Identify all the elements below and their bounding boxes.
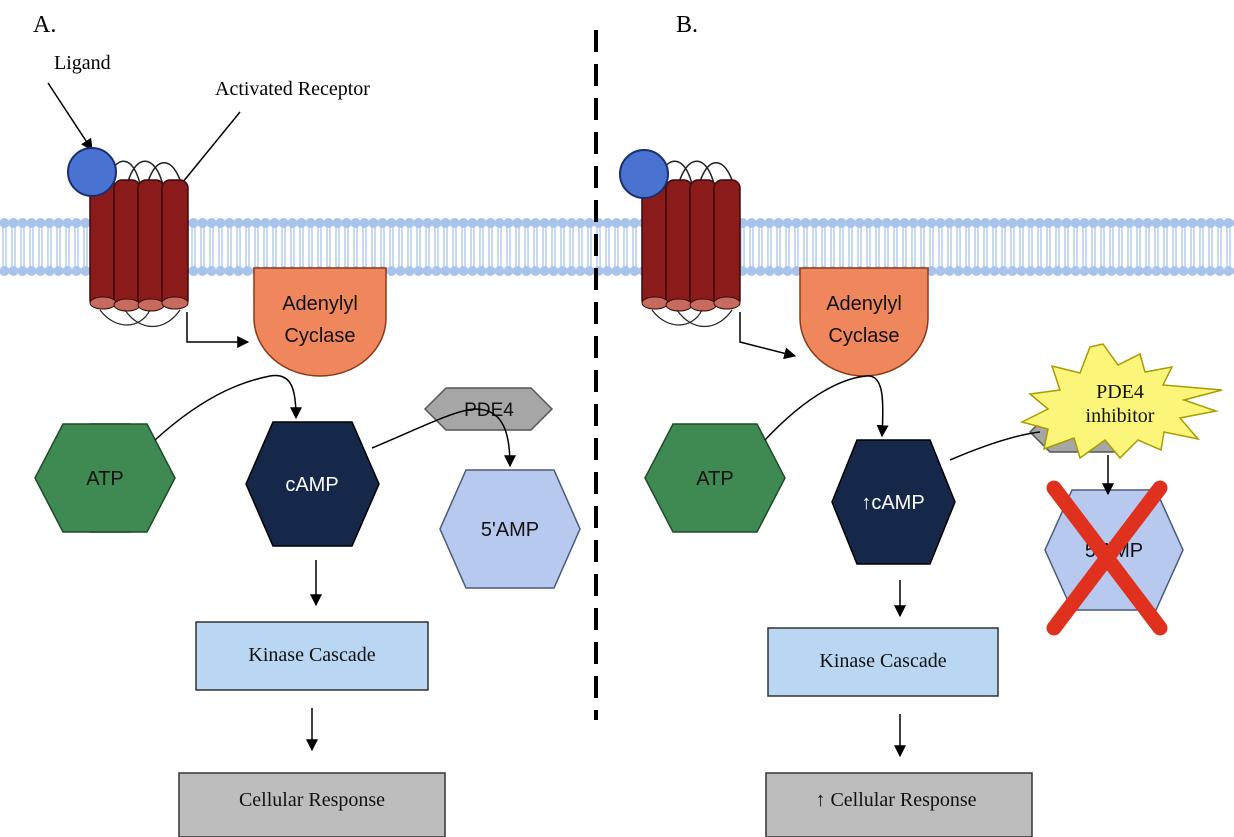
kinase-cascade-box [195, 621, 429, 691]
pde4-label: PDE4 [464, 400, 514, 421]
ligand-label: Ligand [54, 52, 111, 74]
kinase-cascade-label-b: Kinase Cascade [819, 650, 946, 672]
pde4-diamond [423, 387, 554, 431]
pde4-inhibitor-burst [1019, 343, 1223, 460]
camp-to-pde4-curve-b [949, 431, 1041, 461]
ligand-pointer-arrow [47, 82, 93, 152]
camp-hexagon-b [831, 439, 956, 565]
inhibitor-label-2: inhibitor [1086, 405, 1155, 427]
camp-label-b: ↑cAMP [861, 492, 924, 514]
receptor-to-cyclase-arrow [186, 312, 250, 348]
atp-to-camp-curve [154, 374, 302, 441]
receptor-label: Activated Receptor [215, 78, 370, 100]
receptor-pointer-line [177, 111, 241, 189]
5amp-label: 5'AMP [481, 519, 539, 541]
adenylyl-cyclase-b-label-1: Adenylyl [826, 293, 902, 315]
kinase-cascade-box-b [767, 627, 999, 697]
panel-b: B. Adenylyl Cyclase ATP ↑cAMP PDE [619, 12, 1223, 837]
receptor-b [641, 160, 741, 327]
camp-hexagon [245, 421, 380, 547]
cellular-response-box [178, 772, 446, 837]
panel-b-label: B. [676, 12, 698, 38]
adenylyl-cyclase-shape [253, 267, 387, 377]
activated-receptor [89, 160, 189, 327]
adenylyl-cyclase-shape-b [799, 267, 929, 377]
red-x-mark [1046, 480, 1168, 636]
panel-a-label: A. [33, 12, 56, 38]
atp-to-camp-curve-b [764, 375, 889, 441]
5amp-hexagon [439, 469, 581, 589]
adenylyl-cyclase-label-1: Adenylyl [282, 293, 358, 315]
cellular-response-label-b: ↑ Cellular Response [815, 789, 976, 811]
adenylyl-cyclase-label-2: Cyclase [284, 325, 355, 347]
panel-a: A. Ligand Activated Receptor Adenylyl Cy… [33, 12, 581, 837]
kinase-cascade-label: Kinase Cascade [248, 644, 375, 666]
cell-membrane [0, 217, 1234, 277]
ligand-circle [67, 147, 117, 197]
cellular-response-box-b [765, 772, 1033, 837]
atp-hexagon-b [644, 423, 786, 533]
camp-label: cAMP [285, 474, 338, 496]
cellular-response-label: Cellular Response [239, 789, 385, 811]
ligand-circle-b [619, 149, 669, 199]
atp-hexagon-body [34, 423, 176, 533]
adenylyl-cyclase-b-label-2: Cyclase [828, 325, 899, 347]
camp-to-5amp-curve [371, 408, 516, 468]
atp-label-b: ATP [696, 468, 733, 490]
receptor-to-cyclase-arrow-b [739, 312, 797, 360]
atp-label: ATP [86, 468, 123, 490]
inhibitor-label-1: PDE4 [1096, 381, 1144, 403]
